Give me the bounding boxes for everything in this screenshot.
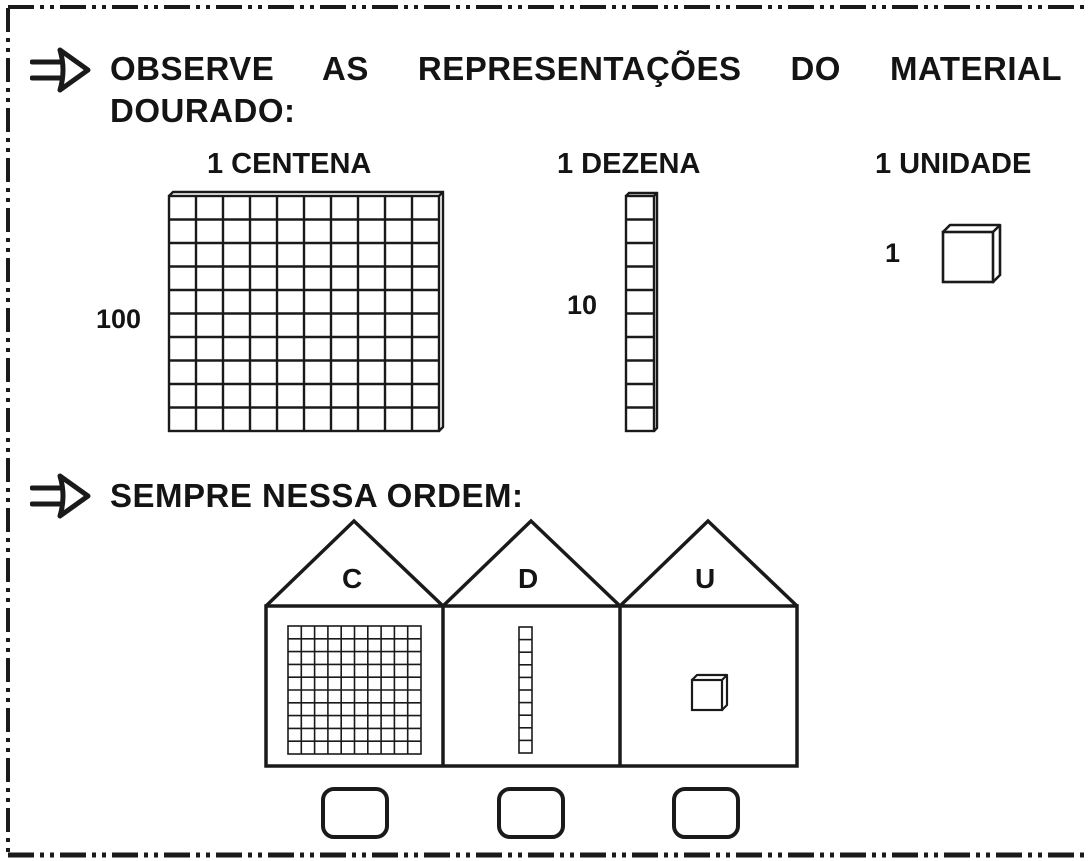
- instruction-heading-continuation: DOURADO:: [110, 92, 296, 129]
- answer-box-unidade[interactable]: [672, 787, 740, 839]
- centena-value: 100: [96, 304, 142, 334]
- dezena-title: 1 DEZENA: [557, 148, 701, 180]
- right-arrow-icon: [30, 473, 91, 519]
- house-centena-roof: [264, 518, 445, 608]
- unidade-title: 1 UNIDADE: [875, 148, 1032, 180]
- house-centena-block: [287, 625, 422, 755]
- house-dezena-bar: [518, 626, 533, 754]
- houses-body: [264, 604, 799, 768]
- dezena-bar: [624, 191, 659, 433]
- dezena-value: 10: [567, 290, 598, 320]
- instruction-heading: OBSERVE AS REPRESENTAÇÕES DO MATERIAL: [110, 50, 1062, 87]
- centena-title: 1 CENTENA: [207, 148, 372, 180]
- unidade-value: 1: [885, 238, 901, 268]
- order-heading: SEMPRE NESSA ORDEM:: [110, 477, 524, 514]
- right-arrow-icon: [30, 47, 91, 93]
- house-dezena-roof: [441, 518, 622, 608]
- answer-box-dezena[interactable]: [497, 787, 565, 839]
- house-unidade-roof: [618, 518, 799, 608]
- answer-box-centena[interactable]: [321, 787, 389, 839]
- house-letter-u: U: [695, 563, 716, 594]
- house-unidade-cube: [690, 673, 729, 712]
- house-letter-c: C: [342, 563, 363, 594]
- centena-block: [167, 190, 445, 433]
- house-letter-d: D: [518, 563, 539, 594]
- unidade-cube: [941, 223, 1002, 284]
